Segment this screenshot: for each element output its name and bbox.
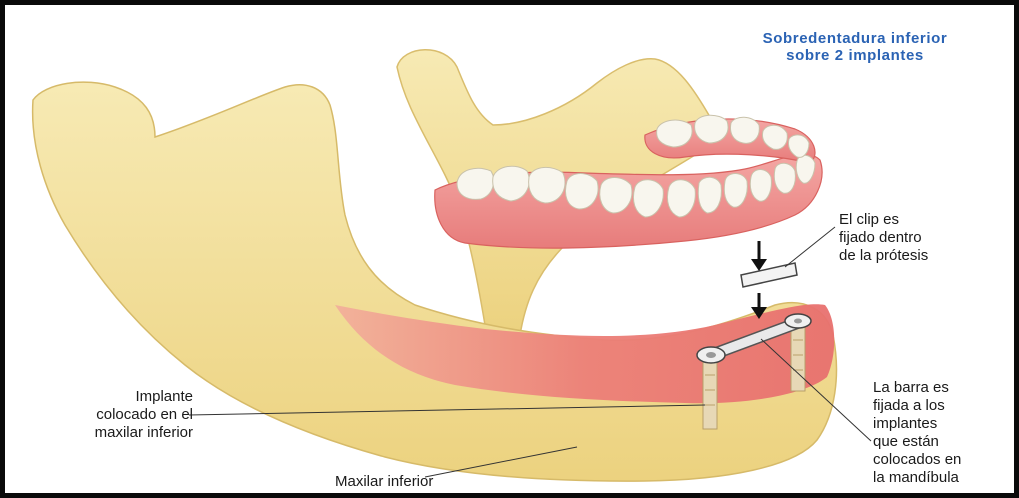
title-line-1: Sobredentadura inferior [705,30,1005,47]
implant-left [703,361,717,429]
diagram-title: Sobredentadura inferior sobre 2 implante… [705,30,1005,64]
implant-label-line-1: Implante [45,388,193,406]
bar-label-line-1: La barra es [873,379,961,397]
implant-right [791,325,805,391]
clip-label: El clip es fijado dentro de la prótesis [839,211,928,265]
title-line-2: sobre 2 implantes [705,47,1005,64]
bar-label-line-3: implantes [873,415,961,433]
implant-label: Implante colocado en el maxilar inferior [45,388,193,442]
implant-label-line-2: colocado en el [45,406,193,424]
clip-label-line-1: El clip es [839,211,928,229]
bar-label-line-6: la mandíbula [873,469,961,487]
leader-clip [785,227,835,267]
mandible-label: Maxilar inferior [335,473,433,491]
clip [741,263,797,287]
implant-label-line-3: maxilar inferior [45,424,193,442]
clip-label-line-2: fijado dentro [839,229,928,247]
bar-label-line-4: que están [873,433,961,451]
clip-label-line-3: de la prótesis [839,247,928,265]
bar-label-line-5: colocados en [873,451,961,469]
bar-label: La barra es fijada a los implantes que e… [873,379,961,487]
bar-label-line-2: fijada a los [873,397,961,415]
